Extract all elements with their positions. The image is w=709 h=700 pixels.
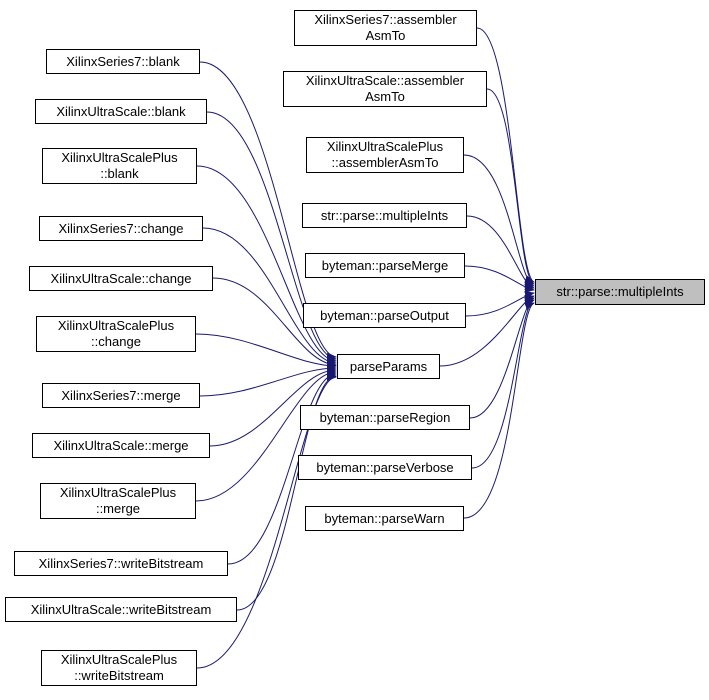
edge-changeUSP-parseParams bbox=[195, 333, 337, 370]
node-xilinx-series7-blank[interactable]: XilinxSeries7::blank bbox=[46, 49, 200, 74]
node-str-parse-multipleints-target[interactable]: str::parse::multipleInts bbox=[535, 279, 705, 305]
node-xilinx-ultrascale-blank[interactable]: XilinxUltraScale::blank bbox=[35, 99, 207, 124]
edge-mergeUSP-parseParams bbox=[195, 368, 337, 502]
node-xilinx-ultrascaleplus-writebitstream[interactable]: XilinxUltraScalePlus ::writeBitstream bbox=[41, 650, 197, 686]
node-xilinx-series7-merge[interactable]: XilinxSeries7::merge bbox=[42, 383, 200, 408]
node-label: XilinxUltraScalePlus ::merge bbox=[59, 485, 177, 516]
node-label: XilinxUltraScalePlus ::change bbox=[57, 318, 175, 349]
node-parseparams[interactable]: parseParams bbox=[337, 354, 440, 379]
edge-change7-parseParams bbox=[202, 227, 337, 367]
edge-asmUS-target bbox=[486, 88, 535, 286]
node-label: XilinxUltraScalePlus ::writeBitstream bbox=[60, 652, 178, 683]
node-label: XilinxUltraScale::change bbox=[50, 270, 192, 286]
node-label: byteman::parseWarn bbox=[324, 510, 445, 526]
edge-parseWarn-target bbox=[463, 302, 535, 519]
edge-changeUS-parseParams bbox=[212, 277, 337, 369]
node-label: XilinxUltraScale::assembler AsmTo bbox=[305, 73, 465, 104]
node-label: XilinxSeries7::writeBitstream bbox=[38, 555, 204, 571]
node-xilinx-ultrascale-writebitstream[interactable]: XilinxUltraScale::writeBitstream bbox=[5, 597, 237, 622]
node-xilinx-series7-change[interactable]: XilinxSeries7::change bbox=[39, 216, 203, 241]
node-label: XilinxUltraScalePlus ::blank bbox=[61, 150, 178, 181]
node-byteman-parsewarn[interactable]: byteman::parseWarn bbox=[305, 506, 464, 531]
node-xilinx-ultrascaleplus-change[interactable]: XilinxUltraScalePlus ::change bbox=[36, 316, 196, 352]
edge-parseRegion-target bbox=[469, 297, 535, 419]
edge-midMultipleInts-target bbox=[466, 215, 535, 291]
node-label: XilinxSeries7::blank bbox=[66, 53, 180, 69]
node-xilinx-ultrascale-merge[interactable]: XilinxUltraScale::merge bbox=[32, 433, 210, 458]
node-label: XilinxSeries7::assembler AsmTo bbox=[314, 12, 457, 43]
node-label: parseParams bbox=[349, 358, 428, 374]
node-label: byteman::parseMerge bbox=[321, 257, 449, 273]
node-byteman-parsemerge[interactable]: byteman::parseMerge bbox=[305, 253, 465, 278]
node-xilinx-ultrascaleplus-blank[interactable]: XilinxUltraScalePlus ::blank bbox=[42, 148, 197, 184]
node-xilinx-ultrascale-change[interactable]: XilinxUltraScale::change bbox=[29, 266, 213, 291]
node-xilinx-series7-writebitstream[interactable]: XilinxSeries7::writeBitstream bbox=[14, 551, 228, 576]
node-label: XilinxSeries7::merge bbox=[61, 387, 181, 403]
edge-writeBitstreamUSP-parseParams bbox=[196, 373, 337, 669]
edge-blankUSP-parseParams bbox=[196, 165, 337, 365]
node-byteman-parseoutput[interactable]: byteman::parseOutput bbox=[303, 303, 466, 328]
node-label: str::parse::multipleInts bbox=[556, 284, 684, 299]
node-str-parse-multipleints-caller[interactable]: str::parse::multipleInts bbox=[302, 203, 467, 228]
node-label: str::parse::multipleInts bbox=[320, 207, 449, 223]
edge-blank7-parseParams bbox=[199, 61, 337, 361]
node-label: XilinxUltraScale::writeBitstream bbox=[30, 601, 212, 617]
edge-asmUSP-target bbox=[463, 154, 535, 288]
node-label: XilinxUltraScale::blank bbox=[56, 103, 186, 119]
node-label: XilinxSeries7::change bbox=[58, 220, 184, 236]
edge-asm7-target bbox=[476, 27, 535, 283]
node-label: byteman::parseVerbose bbox=[316, 459, 454, 475]
node-label: XilinxUltraScale::merge bbox=[53, 437, 189, 453]
node-xilinx-ultrascaleplus-merge[interactable]: XilinxUltraScalePlus ::merge bbox=[40, 483, 196, 519]
edge-writeBitstream7-parseParams bbox=[227, 370, 337, 565]
node-label: XilinxUltraScalePlus ::assemblerAsmTo bbox=[326, 139, 444, 170]
edge-mergeUS-parseParams bbox=[209, 366, 337, 447]
node-xilinx-series7-assembler-asmto[interactable]: XilinxSeries7::assembler AsmTo bbox=[294, 10, 477, 46]
node-label: byteman::parseRegion bbox=[319, 409, 451, 425]
node-xilinx-ultrascale-assembler-asmto[interactable]: XilinxUltraScale::assembler AsmTo bbox=[283, 71, 487, 107]
node-byteman-parseregion[interactable]: byteman::parseRegion bbox=[300, 405, 470, 430]
node-label: byteman::parseOutput bbox=[320, 307, 449, 323]
edge-blankUS-parseParams bbox=[206, 111, 337, 363]
edge-merge7-parseParams bbox=[199, 364, 337, 397]
edge-parseOutput-target bbox=[465, 290, 535, 317]
node-byteman-parseverbose[interactable]: byteman::parseVerbose bbox=[298, 455, 472, 480]
edge-parseMerge-target bbox=[464, 265, 535, 293]
node-xilinx-ultrascaleplus-assembler-asmto[interactable]: XilinxUltraScalePlus ::assemblerAsmTo bbox=[306, 137, 464, 173]
